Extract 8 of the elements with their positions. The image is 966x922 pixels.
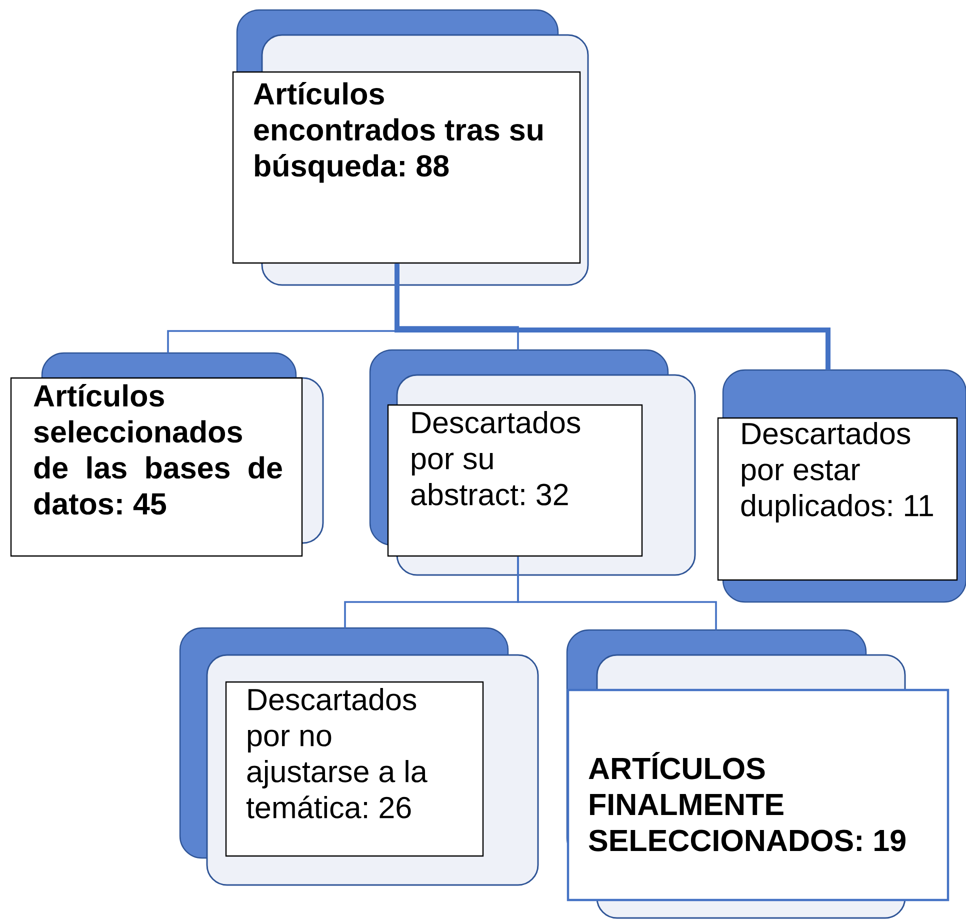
process-box: Descartados por estar duplicados: 11 — [717, 369, 966, 603]
process-box: ARTÍCULOS FINALMENTE SELECCIONADOS: 19 — [566, 629, 950, 919]
process-box: Artículos seleccionados de las bases de datos: 45 — [10, 352, 324, 557]
process-box: Descartados por no ajustarse a la temática: 26 — [179, 627, 539, 886]
connector-line — [517, 556, 717, 630]
process-box: Descartados por su abstract: 32 — [369, 349, 696, 576]
connector-line — [394, 264, 830, 370]
process-box: Artículos encontrados tras su búsqueda: 88 — [232, 9, 589, 286]
